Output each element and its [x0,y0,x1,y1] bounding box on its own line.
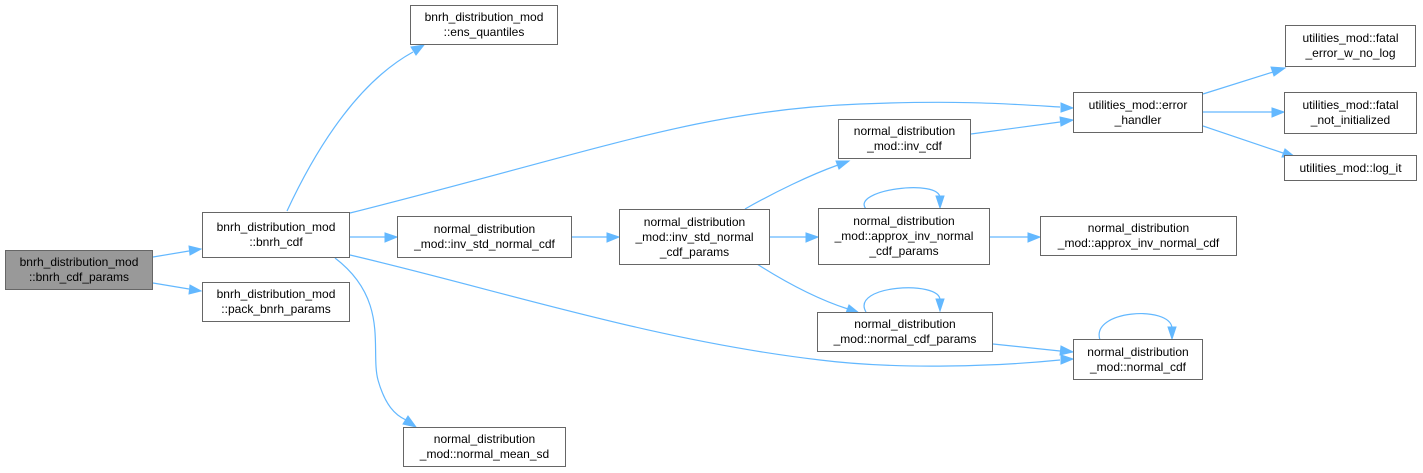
node-normal-cdf-params[interactable]: normal_distribution _mod::normal_cdf_par… [817,312,993,352]
edge-bnrh_cdf-normal_mean_sd [334,257,407,421]
node-ens-quantiles[interactable]: bnrh_distribution_mod ::ens_quantiles [410,5,558,45]
arrow-approx-self [935,195,945,210]
node-fatal-error-w-no-log[interactable]: utilities_mod::fatal _error_w_no_log [1285,25,1416,67]
node-normal-mean-sd[interactable]: normal_distribution _mod::normal_mean_sd [403,427,566,467]
node-log-it[interactable]: utilities_mod::log_it [1284,155,1417,181]
edge-params-inv_cdf [744,164,839,210]
edge-bnrh_cdf_params-pack_bnrh_params [152,282,190,290]
arrow-normal_mean_sd [402,415,418,428]
edge-approx-self [863,187,941,210]
node-bnrh-cdf[interactable]: bnrh_distribution_mod ::bnrh_cdf [202,212,350,258]
arrow-inv_std_normal_cdf_params [606,232,621,243]
arrow-normal_cdf-self [1167,326,1177,341]
node-bnrh-cdf-params: bnrh_distribution_mod ::bnrh_cdf_params [5,250,153,290]
node-approx-inv-normal-cdf[interactable]: normal_distribution _mod::approx_inv_nor… [1040,216,1237,256]
arrow-approx_inv_normal_cdf_params [805,232,820,243]
edge-normal_cdf_params-normal_cdf [992,343,1061,352]
edge-normal_cdf_params-self [863,287,941,313]
arrow-ens_quantiles [410,44,426,56]
edge-bnrh_cdf_params-bnrh_cdf [152,250,190,258]
edge-normal_cdf-self [1098,313,1173,341]
arrow-inv_std_normal_cdf [384,232,399,243]
edge-bnrh_cdf-ens_quantiles [286,51,414,212]
node-inv-std-normal-cdf-params[interactable]: normal_distribution _mod::inv_std_normal… [619,209,770,265]
edge-error_handler-log_it [1202,125,1284,154]
arrow-fatal_not_initialized [1271,107,1286,118]
node-inv-cdf[interactable]: normal_distribution _mod::inv_cdf [838,119,971,159]
edge-error_handler-fatal_error [1202,71,1274,95]
arrow-pack_bnrh_params [188,284,203,295]
arrow-error_handler-1 [1060,102,1075,113]
node-error-handler[interactable]: utilities_mod::error _handler [1073,92,1203,133]
node-fatal-not-initialized[interactable]: utilities_mod::fatal _not_initialized [1284,92,1417,134]
arrow-inv_cdf [835,160,851,170]
arrow-approx_inv_normal_cdf [1027,232,1042,243]
arrow-error_handler-2 [1059,116,1075,127]
arrow-normal_cdf-1 [1060,354,1075,365]
edge-bnrh_cdf-normal_cdf [349,254,1061,367]
node-approx-inv-normal-cdf-params[interactable]: normal_distribution _mod::approx_inv_nor… [818,208,990,265]
edge-inv_cdf-error_handler [970,121,1061,135]
node-inv-std-normal-cdf[interactable]: normal_distribution _mod::inv_std_normal… [397,216,572,258]
arrow-normal_cdf-2 [1059,345,1075,356]
edge-bnrh_cdf-error_handler [349,101,1061,214]
edge-params-normal_cdf_params [756,263,849,310]
arrow-bnrh_cdf [188,245,203,256]
arrow-fatal_error_w_no_log [1270,66,1287,77]
node-pack-bnrh-params[interactable]: bnrh_distribution_mod ::pack_bnrh_params [202,282,350,322]
node-normal-cdf[interactable]: normal_distribution _mod::normal_cdf [1073,339,1203,380]
arrow-normal_cdf_params-self [935,298,945,313]
